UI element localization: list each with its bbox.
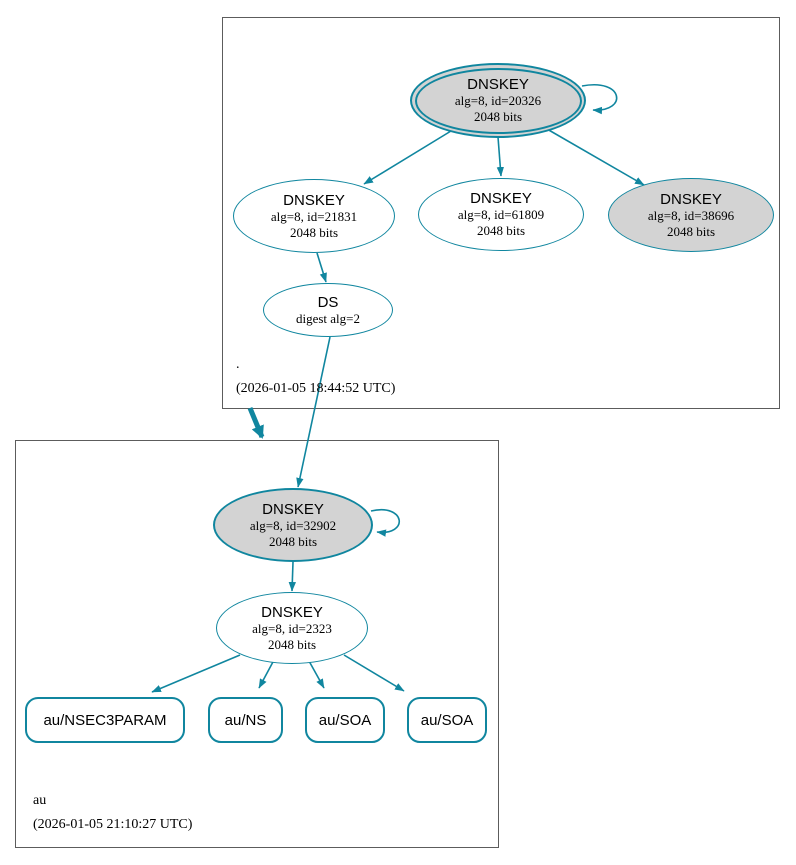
node-detail: alg=8, id=20326: [454, 93, 542, 108]
node-title: DS: [317, 293, 339, 311]
edge-root-ksk-self-loop: [581, 84, 618, 115]
au-ksk-dnskey-32902-node[interactable]: DNSKEY alg=8, id=32902 2048 bits: [213, 488, 373, 562]
edge-zsk-2323-to-soa-2: [343, 654, 405, 692]
node-detail: alg=8, id=38696: [647, 207, 735, 223]
node-detail: alg=8, id=32902: [249, 517, 337, 533]
rrset-au-soa-1[interactable]: au/SOA: [305, 697, 385, 743]
root-zsk-dnskey-61809-node[interactable]: DNSKEY alg=8, id=61809 2048 bits: [418, 178, 584, 251]
au-zone-box: [15, 440, 499, 848]
au-zsk-dnskey-2323-node[interactable]: DNSKEY alg=8, id=2323 2048 bits: [216, 592, 368, 664]
rrset-au-soa-2[interactable]: au/SOA: [407, 697, 487, 743]
root-ksk-dnskey-20326-node[interactable]: DNSKEY alg=8, id=20326 2048 bits: [410, 63, 586, 138]
root-zone-timestamp: (2026-01-05 18:44:52 UTC): [236, 381, 396, 396]
node-detail: 2048 bits: [267, 636, 317, 652]
edge-root-zone-to-au-zone-delegation: [247, 407, 265, 439]
node-detail: 2048 bits: [268, 533, 318, 549]
edge-zsk-2323-to-ns: [258, 659, 275, 689]
edge-ds-to-au-ksk: [296, 336, 331, 488]
edge-zsk-21831-to-ds: [316, 252, 327, 283]
rrset-au-ns[interactable]: au/NS: [208, 697, 283, 743]
rrset-label: au/SOA: [420, 711, 474, 729]
edge-au-ksk-to-zsk-2323: [288, 561, 297, 592]
node-detail: 2048 bits: [476, 223, 526, 238]
au-zone-name: au: [33, 793, 47, 808]
edge-zsk-2323-to-soa-1: [308, 660, 325, 689]
edge-au-ksk-self-loop: [370, 508, 401, 537]
root-zone-box: [222, 17, 780, 409]
rrset-au-nsec3param[interactable]: au/NSEC3PARAM: [25, 697, 185, 743]
root-ds-node[interactable]: DS digest alg=2: [263, 283, 393, 337]
root-zone-name: .: [236, 357, 240, 372]
node-detail: 2048 bits: [666, 223, 716, 239]
ksk-inner-ring: DNSKEY alg=8, id=20326 2048 bits: [414, 67, 582, 134]
edge-root-ksk-to-zsk-38696: [546, 128, 645, 186]
rrset-label: au/NS: [224, 711, 267, 729]
root-zsk-dnskey-38696-node[interactable]: DNSKEY alg=8, id=38696 2048 bits: [608, 178, 774, 252]
node-detail: alg=8, id=2323: [252, 620, 332, 636]
node-detail: alg=8, id=21831: [270, 208, 358, 224]
node-detail: alg=8, id=61809: [457, 207, 545, 222]
node-detail: 2048 bits: [473, 109, 523, 124]
node-title: DNSKEY: [470, 190, 532, 207]
node-title: DNSKEY: [660, 190, 722, 208]
rrset-label: au/SOA: [318, 711, 372, 729]
node-title: DNSKEY: [283, 191, 345, 209]
node-detail: 2048 bits: [289, 224, 339, 240]
node-title: DNSKEY: [261, 603, 323, 621]
edge-root-ksk-to-zsk-61809: [496, 136, 504, 177]
edge-zsk-2323-to-nsec3param: [151, 654, 241, 693]
rrset-label: au/NSEC3PARAM: [43, 711, 167, 729]
root-zsk-dnskey-21831-node[interactable]: DNSKEY alg=8, id=21831 2048 bits: [233, 179, 395, 253]
node-detail: digest alg=2: [295, 310, 361, 326]
au-zone-timestamp: (2026-01-05 21:10:27 UTC): [33, 817, 193, 832]
node-title: DNSKEY: [262, 500, 324, 518]
node-title: DNSKEY: [467, 76, 529, 93]
edge-root-ksk-to-zsk-21831: [363, 130, 452, 185]
